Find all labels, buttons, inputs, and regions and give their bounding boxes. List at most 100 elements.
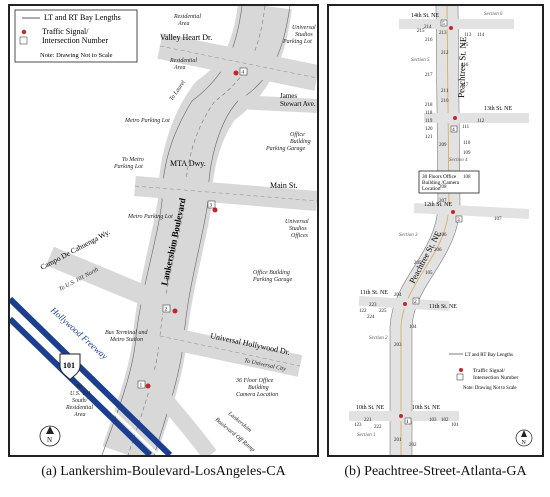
svg-text:112: 112 xyxy=(477,119,485,124)
label-13th-st: 13th St. NE xyxy=(484,106,513,112)
svg-text:114: 114 xyxy=(477,33,485,38)
svg-text:Metro Station: Metro Station xyxy=(109,337,143,343)
svg-text:105: 105 xyxy=(425,271,433,276)
svg-text:215: 215 xyxy=(417,29,425,34)
intersection-1-signal-icon: 1 xyxy=(137,380,151,389)
svg-text:Parking Lot: Parking Lot xyxy=(282,39,312,45)
intersection-3-signal-icon: 3 xyxy=(207,200,218,213)
svg-text:Residential: Residential xyxy=(65,405,93,411)
svg-text:221: 221 xyxy=(364,418,372,423)
svg-text:102: 102 xyxy=(441,418,449,423)
svg-text:Area: Area xyxy=(173,65,185,71)
intersection-4-signal-icon: 4 xyxy=(450,116,458,133)
svg-text:U.S. 101: U.S. 101 xyxy=(70,391,91,397)
office-camera-box: 30 Floors Office Building /Camera Locati… xyxy=(418,170,480,194)
svg-text:1: 1 xyxy=(406,419,409,425)
svg-text:Studios: Studios xyxy=(295,32,313,38)
svg-text:201: 201 xyxy=(394,438,402,443)
svg-text:117: 117 xyxy=(461,83,469,88)
svg-text:207: 207 xyxy=(439,199,447,204)
svg-text:Section 1: Section 1 xyxy=(357,433,375,438)
intersection-1-signal-icon: 1 xyxy=(399,414,412,425)
svg-text:3: 3 xyxy=(457,217,460,223)
intersection-3-signal-icon: 3 xyxy=(451,210,463,223)
hollywood-freeway-line2 xyxy=(10,316,153,455)
intersection-number-icon xyxy=(19,36,28,45)
svg-text:Parking Garage: Parking Garage xyxy=(265,146,305,152)
svg-text:206: 206 xyxy=(434,248,442,253)
legend-note: Note: Drawing Not to Scale xyxy=(40,52,113,59)
hollywood-freeway-line1 xyxy=(10,296,173,455)
svg-text:South/: South/ xyxy=(72,398,89,404)
svg-text:James: James xyxy=(280,92,297,100)
svg-text:To Metro: To Metro xyxy=(122,157,144,163)
svg-text:Universal: Universal xyxy=(285,219,309,225)
svg-text:213: 213 xyxy=(439,31,447,36)
svg-text:Studios: Studios xyxy=(289,226,307,232)
intersection-number-icon xyxy=(456,373,464,381)
svg-text:Intersection Number: Intersection Number xyxy=(473,375,519,381)
svg-text:10th St. NE: 10th St. NE xyxy=(412,405,441,411)
intersection-2-signal-icon: 2 xyxy=(403,297,420,306)
svg-text:204: 204 xyxy=(394,293,402,298)
james-stewart-road xyxy=(237,95,317,113)
svg-text:211: 211 xyxy=(441,89,449,94)
svg-text:Metro Parking Lot: Metro Parking Lot xyxy=(124,118,170,124)
svg-text:123: 123 xyxy=(354,423,362,428)
svg-text:Stewart Ave.: Stewart Ave. xyxy=(280,100,316,108)
svg-text:119: 119 xyxy=(425,119,433,124)
label-mta-dwy: MTA Dwy. xyxy=(170,159,206,168)
svg-text:Residential: Residential xyxy=(169,58,197,64)
svg-text:Parking Lot: Parking Lot xyxy=(113,164,143,170)
svg-text:36 Floor Office: 36 Floor Office xyxy=(235,377,274,384)
label-hollywood-freeway: Hollywood Freeway xyxy=(48,304,110,361)
svg-text:Area: Area xyxy=(177,21,189,27)
svg-text:210: 210 xyxy=(441,99,449,104)
svg-text:To: To xyxy=(76,384,82,390)
intersection-5-signal-icon: 5 xyxy=(440,19,453,30)
svg-text:202: 202 xyxy=(409,443,417,448)
svg-text:209: 209 xyxy=(439,143,447,148)
svg-text:107: 107 xyxy=(494,217,502,222)
svg-text:Office: Office xyxy=(290,131,305,138)
node-numbers: 215 216 217 218 118 119 120 121 122 123 … xyxy=(354,25,502,448)
label-14th-st: 14th St. NE xyxy=(411,13,440,19)
svg-text:Traffic Signal/: Traffic Signal/ xyxy=(473,367,505,374)
lankershim-edge-west xyxy=(101,6,243,455)
label-12th-st: 12th St. NE xyxy=(424,202,453,208)
lankershim-map: 4 3 2 1 LT and RT Bay Lengths Traffic Si… xyxy=(10,6,317,455)
svg-text:Office Building: Office Building xyxy=(253,269,290,276)
svg-text:Section 2: Section 2 xyxy=(369,336,388,341)
svg-text:3: 3 xyxy=(210,203,213,209)
svg-text:Building /Camera: Building /Camera xyxy=(422,180,460,186)
svg-text:Bus Terminal and: Bus Terminal and xyxy=(105,330,148,336)
svg-text:224: 224 xyxy=(367,315,375,320)
svg-text:122: 122 xyxy=(359,309,367,314)
svg-text:Section 5: Section 5 xyxy=(411,58,430,63)
svg-text:104: 104 xyxy=(409,325,417,330)
label-peachtree-1: Peachtree St. NE xyxy=(456,36,468,98)
legend-signal-label2: Intersection Number xyxy=(42,36,108,45)
signal-icon xyxy=(459,368,463,372)
svg-text:Building: Building xyxy=(290,139,311,145)
svg-text:2: 2 xyxy=(414,299,417,305)
peachtree-centerline xyxy=(400,6,450,455)
svg-text:N: N xyxy=(47,436,52,444)
st12-road xyxy=(413,203,530,219)
off-ramp-road xyxy=(133,361,217,455)
svg-text:110: 110 xyxy=(463,141,471,146)
svg-text:205: 205 xyxy=(414,261,422,266)
svg-text:Offices: Offices xyxy=(291,232,309,239)
lankershim-diagram-panel: 4 3 2 1 LT and RT Bay Lengths Traffic Si… xyxy=(8,4,319,457)
svg-text:5: 5 xyxy=(442,21,445,27)
svg-text:217: 217 xyxy=(425,73,433,78)
label-10th-st: 10th St. NE xyxy=(356,405,385,411)
svg-text:11th St. NE: 11th St. NE xyxy=(429,304,457,310)
svg-text:30 Floors Office: 30 Floors Office xyxy=(422,173,457,180)
svg-text:4: 4 xyxy=(242,70,245,76)
signal-icon xyxy=(21,29,27,35)
intersection-2-signal-icon: 2 xyxy=(162,304,178,314)
svg-text:113: 113 xyxy=(464,33,472,38)
svg-text:218: 218 xyxy=(425,103,433,108)
svg-text:2: 2 xyxy=(165,307,168,313)
